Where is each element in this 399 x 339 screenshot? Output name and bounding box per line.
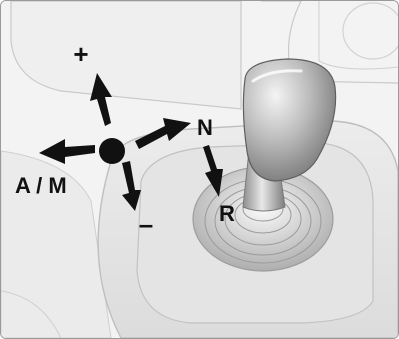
auto-manual-label: A / M [15,173,67,198]
plus-label: + [73,39,88,69]
minus-label: – [139,209,153,239]
reverse-label: R [219,201,235,226]
neutral-label: N [197,115,213,140]
center-dot-icon [99,138,125,164]
